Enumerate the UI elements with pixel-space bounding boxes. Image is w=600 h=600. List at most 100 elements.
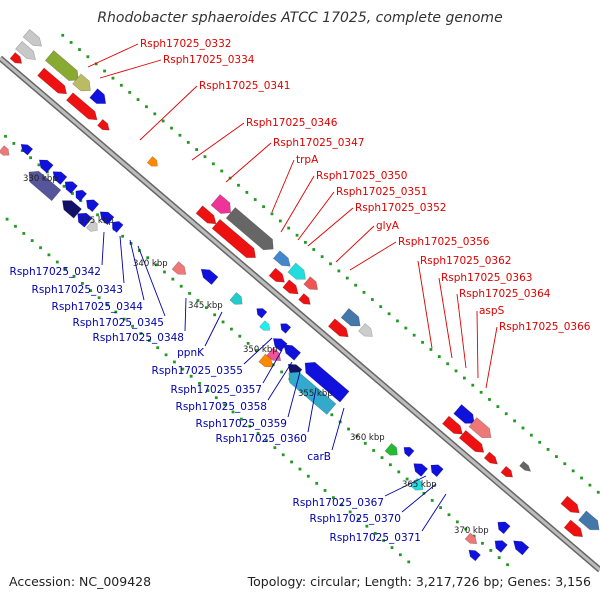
- tick-dot: [163, 270, 166, 274]
- kbp-label: 355 kbp: [298, 389, 333, 399]
- gene-label-reverse: Rsph17025_0342: [10, 266, 101, 278]
- gene-arrow: [15, 40, 36, 60]
- gene-label-forward: Rsph17025_0364: [459, 288, 551, 300]
- backbone-core: [0, 56, 600, 572]
- gene-label-forward: Rsph17025_0366: [499, 321, 591, 333]
- gene-arrow: [86, 199, 100, 213]
- tick-dot: [146, 256, 150, 260]
- leader-line: [349, 241, 397, 271]
- tick-dot: [181, 367, 185, 371]
- tick-dot: [20, 149, 24, 152]
- leader-line: [331, 407, 345, 451]
- gene-label-reverse: Rsph17025_0358: [176, 401, 267, 413]
- tick-dot: [248, 424, 252, 428]
- tick-dot: [147, 339, 151, 342]
- tick-dot: [121, 234, 125, 238]
- tick-dot: [489, 549, 493, 552]
- tick-dot: [429, 348, 433, 351]
- gene-label-forward: aspS: [479, 305, 505, 317]
- tick-dot: [337, 269, 341, 273]
- tick-dot: [154, 263, 158, 267]
- tick-dot: [170, 126, 173, 130]
- tick-dot: [290, 460, 293, 464]
- gene-arrow: [64, 181, 78, 194]
- tick-dot: [405, 477, 409, 481]
- tick-dot: [348, 510, 352, 514]
- tick-dot: [563, 462, 567, 466]
- tick-dot: [362, 290, 366, 294]
- tick-dot: [412, 333, 416, 337]
- tick-dot: [14, 224, 17, 228]
- leader-line: [99, 59, 162, 79]
- tick-dot: [37, 163, 41, 167]
- tick-dot: [119, 83, 123, 87]
- tick-dot: [472, 534, 476, 538]
- tick-dot: [255, 349, 258, 352]
- tick-dot: [380, 456, 384, 460]
- gene-label-reverse: Rsph17025_0348: [93, 332, 184, 344]
- gene-label-forward: Rsph17025_0346: [246, 117, 338, 129]
- tick-dot: [72, 274, 76, 278]
- gene-arrow: [20, 143, 34, 156]
- gene-arrow: [468, 417, 492, 439]
- gene-arrow: [500, 465, 514, 478]
- leader-line: [204, 311, 223, 347]
- tick-dot: [131, 324, 134, 328]
- gene-arrow: [283, 344, 302, 361]
- tick-dot: [245, 190, 249, 194]
- tick-dot: [161, 119, 165, 123]
- tick-dot: [454, 369, 458, 373]
- tick-dot: [79, 199, 83, 202]
- tick-dot: [506, 563, 509, 567]
- tick-dot: [156, 346, 160, 350]
- kbp-label: 350 kbp: [243, 345, 278, 355]
- tick-dot: [555, 455, 558, 458]
- tick-dot: [596, 490, 600, 494]
- gene-label-reverse: Rsph17025_0344: [52, 301, 144, 313]
- tick-dot: [363, 441, 367, 445]
- gene-label-forward: Rsph17025_0352: [355, 202, 446, 214]
- tick-dot: [373, 531, 377, 535]
- gene-arrow: [358, 323, 373, 337]
- tick-dot: [198, 381, 201, 385]
- leader-line: [267, 361, 293, 401]
- tick-dot: [304, 240, 307, 244]
- tick-dot: [347, 427, 350, 431]
- tick-dot: [323, 489, 327, 492]
- leader-line: [438, 277, 453, 359]
- tick-dot: [214, 396, 218, 400]
- tick-dot: [332, 496, 335, 500]
- gene-arrow: [9, 52, 23, 64]
- gene-label-reverse: Rsph17025_0367: [293, 497, 384, 509]
- tick-dot: [97, 296, 101, 300]
- tick-dot: [330, 413, 334, 417]
- tick-dot: [538, 440, 542, 444]
- tick-dot: [265, 439, 268, 442]
- leader-line: [87, 43, 139, 68]
- tick-dot: [390, 546, 394, 550]
- leader-line: [191, 122, 245, 161]
- gene-label-reverse: Rsph17025_0360: [216, 433, 307, 445]
- gene-arrow: [403, 446, 415, 458]
- tick-dot: [588, 483, 592, 487]
- tick-dot: [479, 390, 483, 394]
- kbp-label: 360 kbp: [350, 433, 385, 443]
- tick-dot: [455, 520, 459, 524]
- tick-dot: [280, 370, 284, 374]
- gene-label-reverse: Rsph17025_0343: [32, 284, 123, 296]
- tick-dot: [270, 212, 274, 216]
- tick-dot: [496, 405, 500, 408]
- gene-label-forward: trpA: [296, 154, 319, 166]
- gene-arrow: [146, 156, 158, 167]
- tick-dot: [206, 389, 210, 392]
- tick-dot: [421, 340, 424, 344]
- leader-line: [262, 349, 283, 384]
- tick-dot: [178, 133, 182, 137]
- leader-line: [129, 239, 145, 301]
- gene-arrow: [430, 464, 444, 478]
- kbp-label: 345 kbp: [188, 301, 223, 311]
- gene-arrow: [200, 268, 219, 286]
- gene-arrow: [171, 261, 187, 275]
- tick-dot: [114, 310, 118, 314]
- leader-line: [137, 245, 166, 317]
